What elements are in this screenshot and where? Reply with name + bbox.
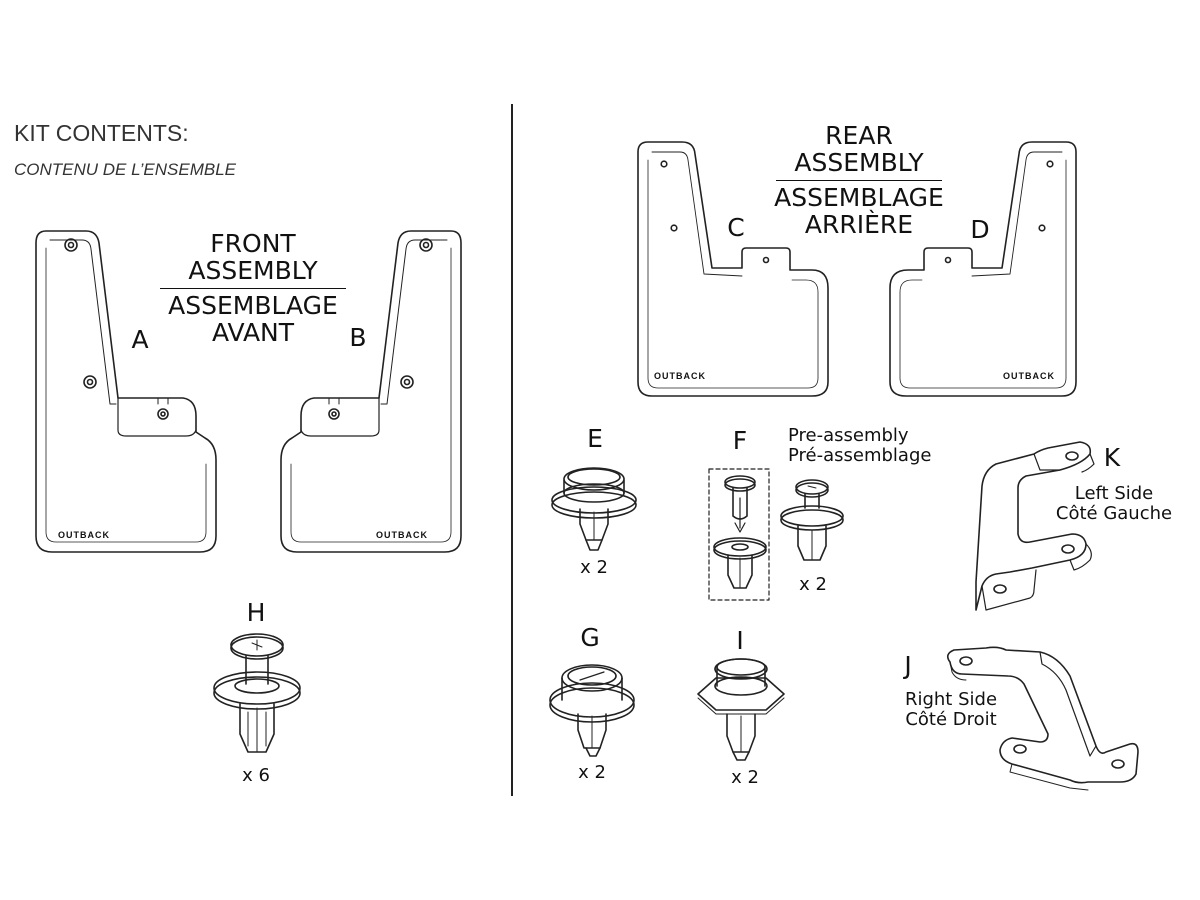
preassembly-note: Pre-assembly Pré-assemblage — [788, 426, 931, 466]
qty-i: x 2 — [731, 767, 759, 788]
mud-flap-c — [637, 141, 829, 397]
label-e: E — [587, 424, 603, 453]
front-assembly-rule — [160, 288, 346, 289]
left-side-fr: Côté Gauche — [1055, 503, 1173, 524]
mud-flap-a — [35, 230, 217, 553]
label-c: C — [727, 213, 745, 242]
front-assembly-fr-line1: ASSEMBLAGE — [168, 291, 338, 320]
rear-assembly-rule — [776, 180, 942, 181]
left-side-note: Left Side Côté Gauche — [1044, 484, 1184, 524]
label-k: K — [1103, 443, 1121, 472]
bracket-k — [975, 441, 1095, 611]
front-assembly-fr-line2: AVANT — [211, 318, 295, 347]
mud-flap-d — [889, 141, 1077, 397]
outback-logo-a: OUTBACK — [58, 530, 110, 540]
clip-i — [697, 658, 785, 761]
clip-f-preassembly — [708, 468, 770, 601]
rear-assembly-heading: REAR ASSEMBLY ASSEMBLAGE ARRIÈRE — [763, 122, 955, 238]
qty-g: x 2 — [578, 762, 606, 783]
preassembly-note-fr: Pré-assemblage — [788, 445, 932, 466]
label-g: G — [580, 623, 600, 652]
right-side-note: Right Side Côté Droit — [894, 690, 1008, 730]
rear-assembly-fr-line1: ASSEMBLAGE — [774, 183, 944, 212]
label-h: H — [246, 598, 266, 627]
preassembly-note-en: Pre-assembly — [788, 425, 909, 446]
label-d: D — [970, 215, 990, 244]
clip-h — [213, 633, 301, 753]
kit-contents-subtitle: CONTENU DE L’ENSEMBLE — [14, 160, 236, 179]
section-divider — [511, 104, 513, 796]
qty-h: x 6 — [242, 765, 270, 786]
label-j: J — [904, 651, 912, 680]
front-assembly-heading: FRONT ASSEMBLY ASSEMBLAGE AVANT — [158, 230, 348, 346]
label-i: I — [736, 626, 744, 655]
bracket-j — [946, 646, 1139, 791]
outback-logo-b: OUTBACK — [376, 530, 428, 540]
clip-e — [551, 467, 637, 551]
label-b: B — [349, 323, 367, 352]
front-assembly-en-line2: ASSEMBLY — [188, 256, 318, 285]
right-side-en: Right Side — [904, 689, 998, 710]
left-side-en: Left Side — [1074, 483, 1154, 504]
kit-contents-title: KIT CONTENTS: — [14, 120, 189, 146]
qty-f: x 2 — [799, 574, 827, 595]
label-a: A — [131, 325, 149, 354]
outback-logo-c: OUTBACK — [654, 371, 706, 381]
rear-assembly-en-line1: REAR — [825, 121, 893, 150]
qty-e: x 2 — [580, 557, 608, 578]
rear-assembly-en-line2: ASSEMBLY — [794, 148, 924, 177]
label-f: F — [732, 426, 748, 455]
outback-logo-d: OUTBACK — [1003, 371, 1055, 381]
rear-assembly-fr-line2: ARRIÈRE — [804, 210, 914, 239]
clip-g — [549, 664, 635, 757]
clip-f — [780, 479, 844, 561]
right-side-fr: Côté Droit — [905, 709, 997, 730]
front-assembly-en-line1: FRONT — [210, 229, 296, 258]
mud-flap-b — [280, 230, 462, 553]
